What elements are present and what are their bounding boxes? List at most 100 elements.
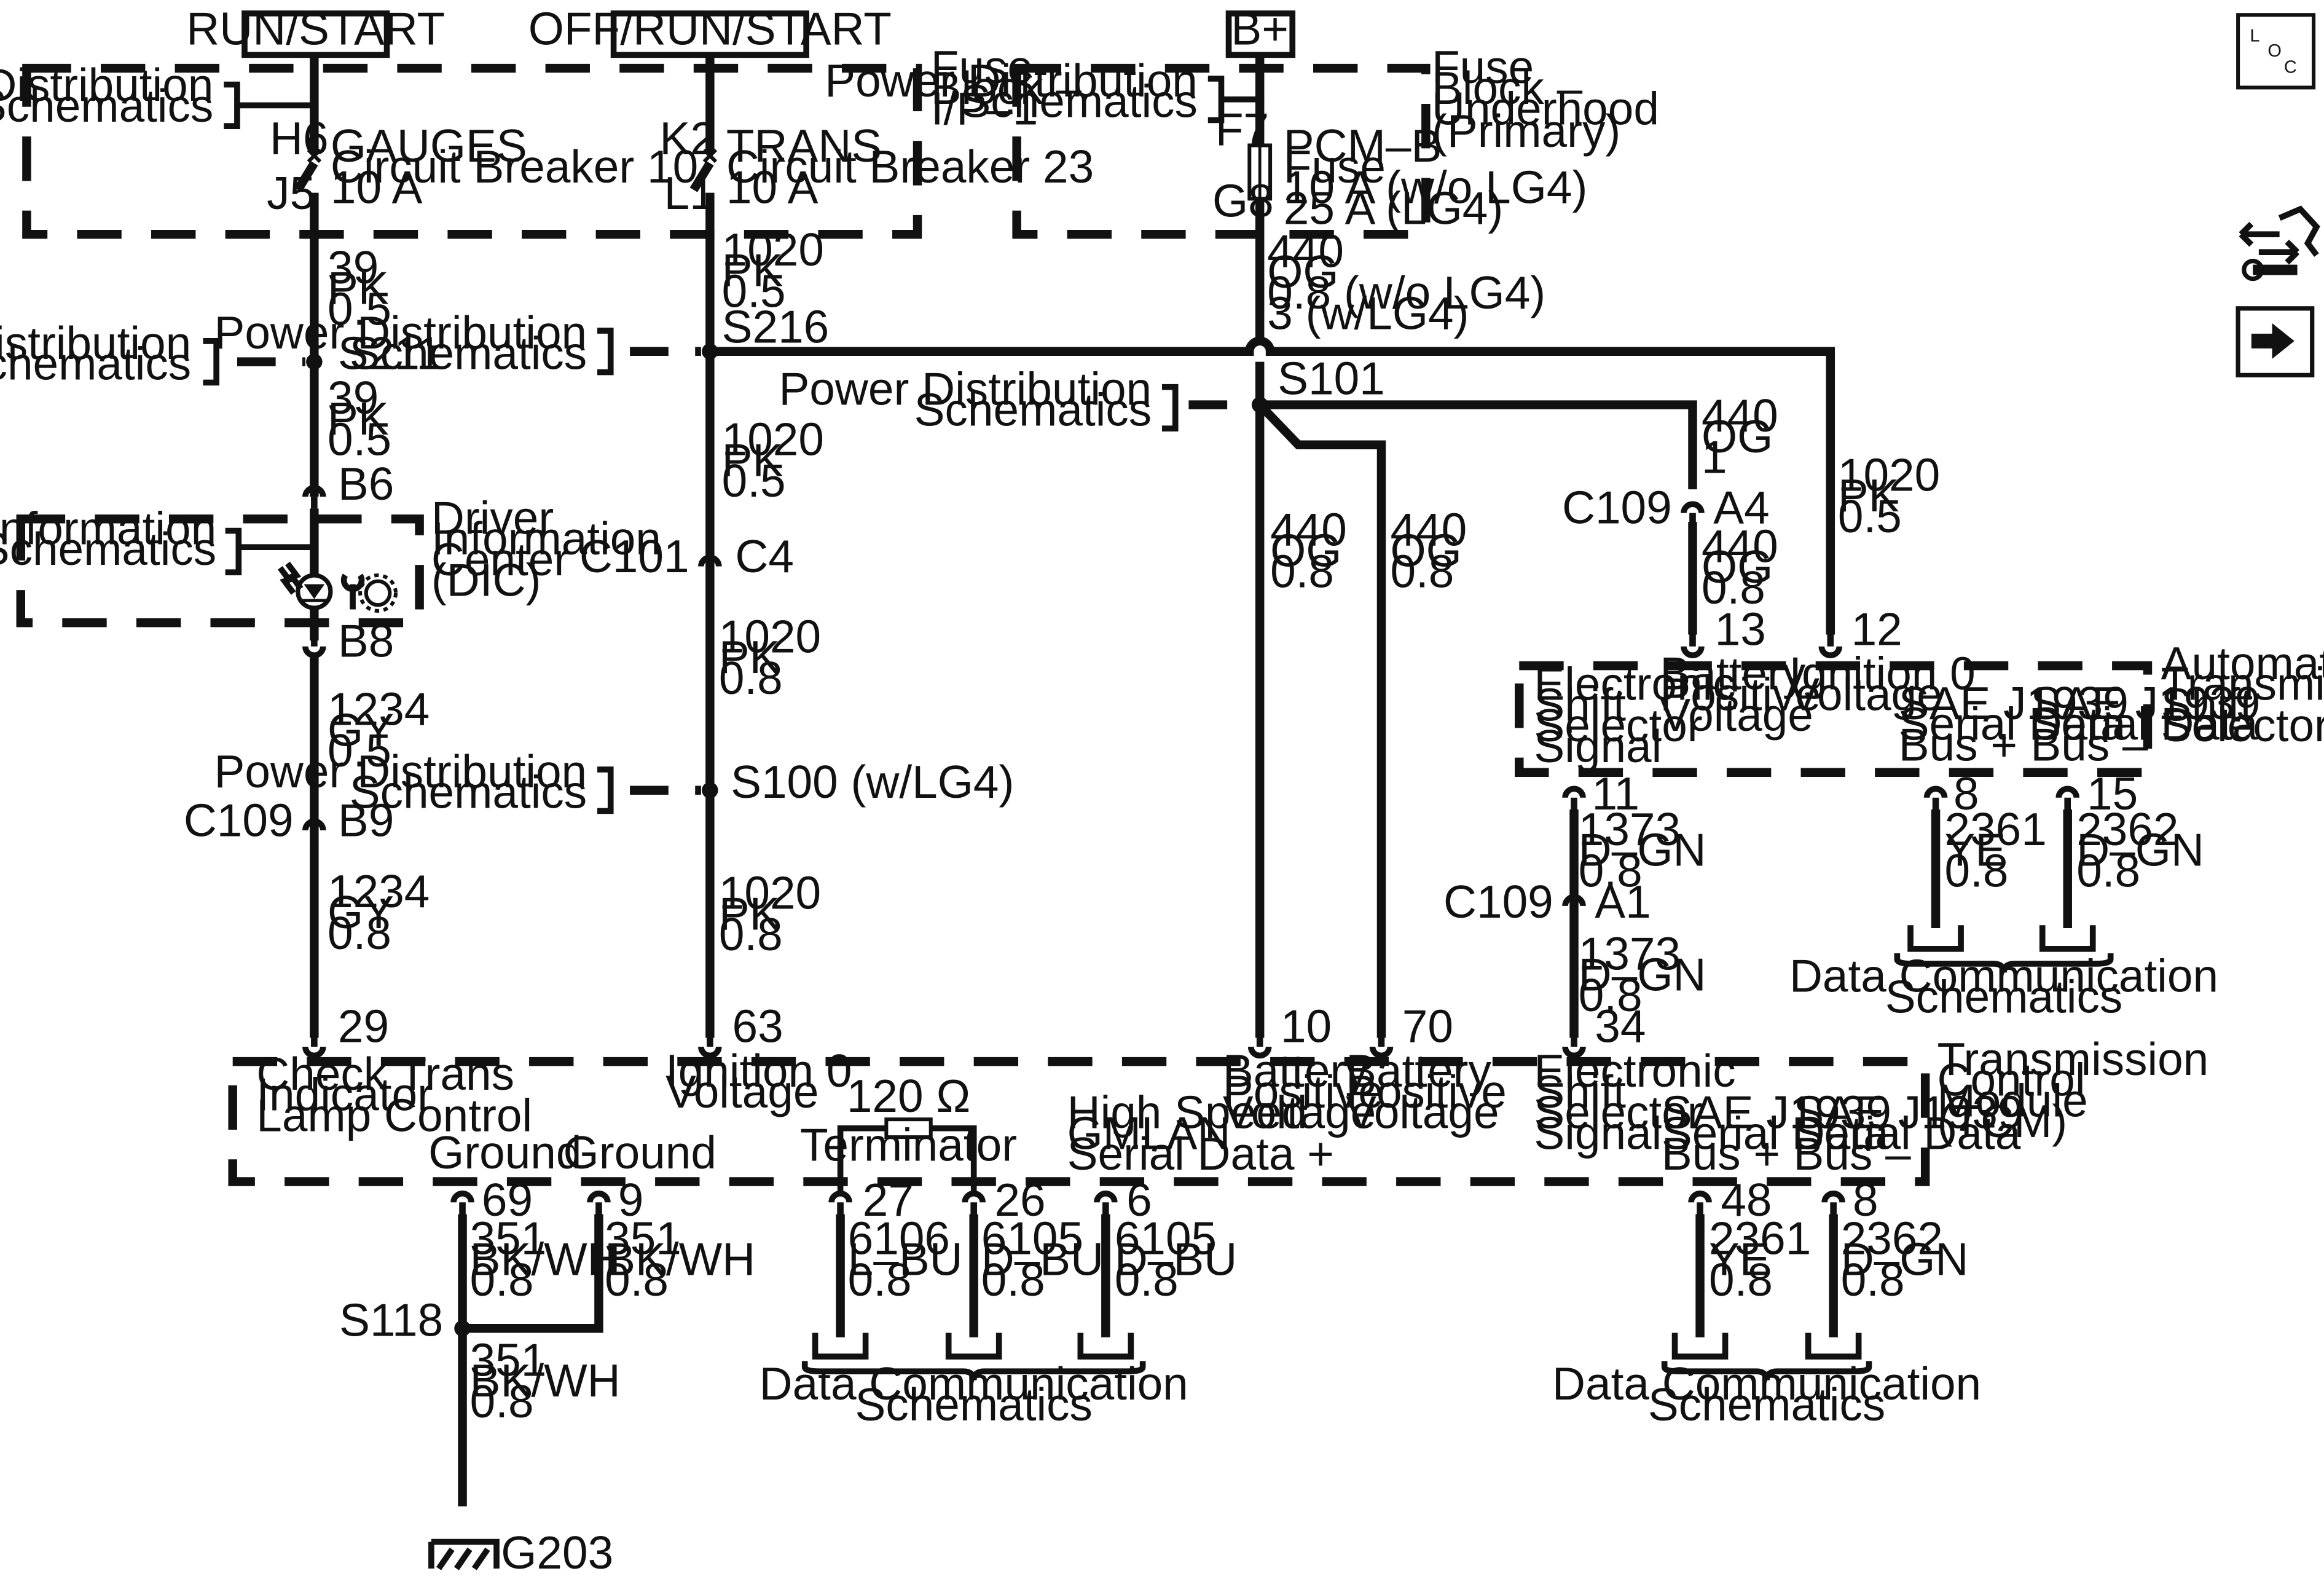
svg-text:Fuse: Fuse	[1432, 41, 1534, 93]
svg-text:Ignition 0: Ignition 0	[1789, 648, 1975, 699]
svg-text:Serial Data: Serial Data	[1899, 698, 2126, 750]
svg-text:Control: Control	[1937, 1054, 2085, 1106]
power-source-b-plus: B+	[1225, 2, 1296, 58]
svg-text:9: 9	[618, 1174, 644, 1226]
svg-text:PK: PK	[328, 262, 389, 314]
svg-text:H6: H6	[270, 112, 329, 164]
svg-text:Check Trans: Check Trans	[256, 1048, 514, 1100]
svg-text:440: 440	[1702, 520, 1778, 572]
svg-text:(Primary): (Primary)	[1432, 105, 1620, 157]
svg-text:S101: S101	[1278, 353, 1385, 404]
svg-text:Signal: Signal	[1534, 720, 1662, 772]
svg-text:Schematics: Schematics	[350, 766, 587, 818]
svg-text:Underhood: Underhood	[1432, 83, 1659, 135]
svg-text:13: 13	[1715, 603, 1766, 655]
tcm-ground-pins: 69 9 S118 351 BK/WH 0.8 351 BK/WH 0.8 35…	[339, 1174, 755, 1524]
svg-text:Power Distribution: Power Distribution	[779, 363, 1152, 415]
svg-text:Center: Center	[431, 534, 569, 585]
power-distribution-ref-2: Power Distribution Schematics	[825, 55, 1265, 127]
svg-text:Bus –: Bus –	[2030, 719, 2148, 770]
svg-text:Power Distribution: Power Distribution	[0, 59, 213, 111]
svg-text:0.8: 0.8	[719, 908, 783, 960]
svg-text:2362: 2362	[2076, 803, 2178, 855]
svg-text:Battery: Battery	[1223, 1045, 1368, 1097]
circuit-440-wire: 440 OG 0.8 (w/o LG4) 3 (w/LG4) 440 OG 0.…	[1255, 225, 1778, 1038]
svg-text:0.8: 0.8	[470, 1376, 534, 1427]
svg-text:GAUGES: GAUGES	[331, 120, 527, 171]
svg-text:70: 70	[1402, 1001, 1453, 1052]
svg-text:Voltage: Voltage	[1223, 1087, 1376, 1138]
svg-text:Bus +: Bus +	[1899, 719, 2017, 770]
transmission-control-module: Transmission Control Module (TCM) 29 63 …	[228, 1001, 2208, 1186]
svg-text:B9: B9	[338, 794, 394, 846]
svg-text:Block –: Block –	[1432, 62, 1583, 114]
svg-text:Voltage: Voltage	[665, 1066, 819, 1117]
svg-text:D–BU: D–BU	[1115, 1233, 1237, 1285]
svg-text:27: 27	[863, 1174, 914, 1226]
svg-text:C: C	[2284, 57, 2297, 77]
svg-text:10 A: 10 A	[726, 162, 819, 213]
svg-text:G8: G8	[1212, 175, 1274, 226]
svg-text:Schematics: Schematics	[855, 1379, 1092, 1430]
connector-b8: B8	[305, 615, 394, 667]
svg-text:Serial Data: Serial Data	[1794, 1107, 2021, 1159]
svg-text:Data Communication: Data Communication	[760, 1358, 1188, 1409]
svg-text:B8: B8	[338, 615, 394, 667]
svg-text:Selector: Selector	[1534, 1087, 1702, 1138]
svg-text:11: 11	[1592, 768, 1639, 819]
svg-text:39: 39	[328, 372, 379, 423]
svg-text:0.8: 0.8	[1841, 1254, 1905, 1305]
svg-text:0.8: 0.8	[2076, 845, 2140, 896]
trans-circuit-breaker: K2 L1 TRANS Circuit Breaker 23 10 A	[659, 56, 1094, 238]
svg-text:6105: 6105	[981, 1213, 1083, 1264]
svg-text:GY: GY	[328, 886, 394, 938]
svg-text:S118: S118	[339, 1294, 443, 1345]
svg-text:1: 1	[1702, 431, 1727, 483]
svg-text:D–GN: D–GN	[2076, 824, 2204, 876]
svg-text:0.8 (w/o LG4): 0.8 (w/o LG4)	[1267, 267, 1545, 318]
svg-text:Automatic: Automatic	[2161, 637, 2324, 689]
svg-text:A4: A4	[1713, 482, 1769, 534]
svg-text:440: 440	[1390, 504, 1467, 556]
svg-text:Voltage: Voltage	[1789, 668, 1942, 720]
svg-text:Schematics: Schematics	[1885, 971, 2122, 1023]
next-page-arrow-icon[interactable]	[2236, 306, 2315, 377]
svg-text:Voltage: Voltage	[1346, 1087, 1499, 1138]
svg-text:440: 440	[1267, 225, 1344, 277]
svg-text:0.8: 0.8	[848, 1254, 912, 1305]
svg-text:Shift: Shift	[1534, 1066, 1626, 1117]
fuse-block-underhood: Fuse Block – Underhood (Primary)	[1012, 41, 1659, 239]
svg-text:Schematics: Schematics	[0, 80, 213, 132]
svg-text:L1: L1	[664, 167, 715, 219]
svg-text:YE: YE	[1945, 824, 2006, 876]
fuse-block-ip: Fuse Block – I/P–1	[22, 41, 1082, 239]
svg-text:0.8: 0.8	[1270, 545, 1334, 597]
svg-text:Shift: Shift	[1534, 679, 1626, 730]
repair-icon[interactable]	[2239, 205, 2320, 282]
svg-text:PK: PK	[1838, 470, 1899, 521]
svg-text:Power Distribution: Power Distribution	[214, 746, 587, 797]
circuit-1234-wire: 1234 GY 0.5 1234 GY 0.8	[310, 655, 430, 1038]
svg-text:0.8: 0.8	[981, 1254, 1045, 1305]
svg-text:Serial Data +: Serial Data +	[1067, 1128, 1334, 1179]
power-source-off-run-start: OFF/RUN/START	[528, 2, 892, 58]
svg-text:PCM–B: PCM–B	[1284, 120, 1442, 171]
svg-text:L: L	[2250, 26, 2259, 46]
svg-text:0.5: 0.5	[722, 265, 786, 317]
svg-text:Driver: Driver	[431, 492, 554, 543]
svg-text:GY: GY	[328, 704, 394, 755]
svg-text:F7: F7	[1215, 103, 1269, 155]
gmlan-wires: 27 26 6 6106 L–BU 0.8 6105 D–BU 0.8 6105…	[760, 1174, 1238, 1430]
svg-text:Indicator: Indicator	[256, 1069, 433, 1120]
svg-text:1020: 1020	[1838, 449, 1940, 500]
svg-text:Bus +: Bus +	[1662, 1128, 1780, 1179]
loc-icon[interactable]: L O C	[2236, 13, 2316, 90]
svg-text:0.5: 0.5	[1838, 490, 1902, 542]
gauges-circuit-breaker: H6 J5 GAUGES Circuit Breaker 10 10 A	[267, 56, 698, 238]
svg-text:B+: B+	[1231, 2, 1289, 54]
svg-text:48: 48	[1721, 1174, 1772, 1226]
svg-text:Schematics: Schematics	[1648, 1379, 1885, 1430]
svg-text:Voltage: Voltage	[1660, 689, 1813, 741]
svg-text:25 A (LG4): 25 A (LG4)	[1284, 182, 1503, 234]
svg-text:Ignition 0: Ignition 0	[665, 1045, 852, 1097]
